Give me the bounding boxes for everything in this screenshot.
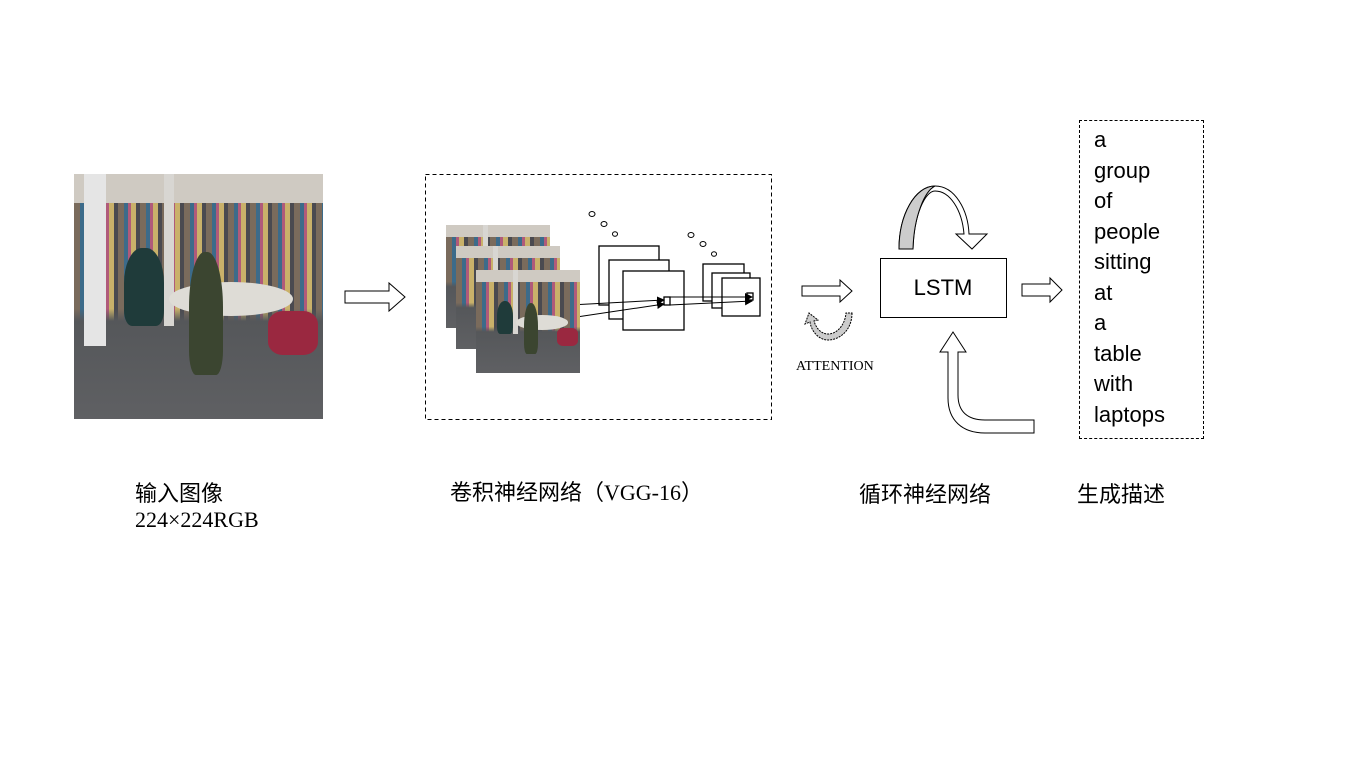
generated-caption-box: a group of people sitting at a table with laptops	[1079, 120, 1204, 439]
caption-word: of	[1094, 188, 1113, 213]
output-title: 生成描述	[1077, 482, 1166, 507]
caption-word: at	[1094, 279, 1113, 305]
right-arrow-icon	[801, 278, 853, 304]
rnn-title: 循环神经网络	[859, 482, 992, 507]
caption-word: sitting	[1094, 249, 1152, 274]
input-title: 输入图像	[135, 481, 224, 506]
caption-word: group	[1094, 157, 1151, 183]
lstm-box	[880, 258, 1007, 318]
lstm-label: LSTM	[913, 274, 973, 300]
projection-arrows	[569, 293, 753, 319]
caption-word: table	[1094, 340, 1142, 366]
feature-maps-2	[702, 263, 761, 317]
cnn-title: 卷积神经网络（VGG-16）	[450, 480, 703, 505]
right-arrow-icon	[344, 281, 406, 313]
caption-word: a	[1094, 310, 1107, 335]
input-arrow-icon	[939, 331, 1035, 434]
cnn-box	[425, 174, 772, 420]
caption-word: with	[1094, 371, 1134, 396]
caption-word: people	[1094, 218, 1161, 244]
caption-words: a group of people sitting at a table with laptops	[1080, 121, 1203, 430]
ellipsis-dots	[588, 211, 717, 257]
input-image-layer	[476, 270, 580, 373]
attention-label: ATTENTION	[796, 359, 874, 374]
feature-maps-1	[598, 245, 685, 331]
right-arrow-icon	[1021, 276, 1063, 304]
input-image	[74, 174, 323, 419]
caption-word: laptops	[1094, 401, 1165, 427]
attention-loop-icon	[804, 312, 853, 341]
caption-word: a	[1094, 127, 1107, 152]
input-size: 224×224RGB	[135, 507, 259, 532]
